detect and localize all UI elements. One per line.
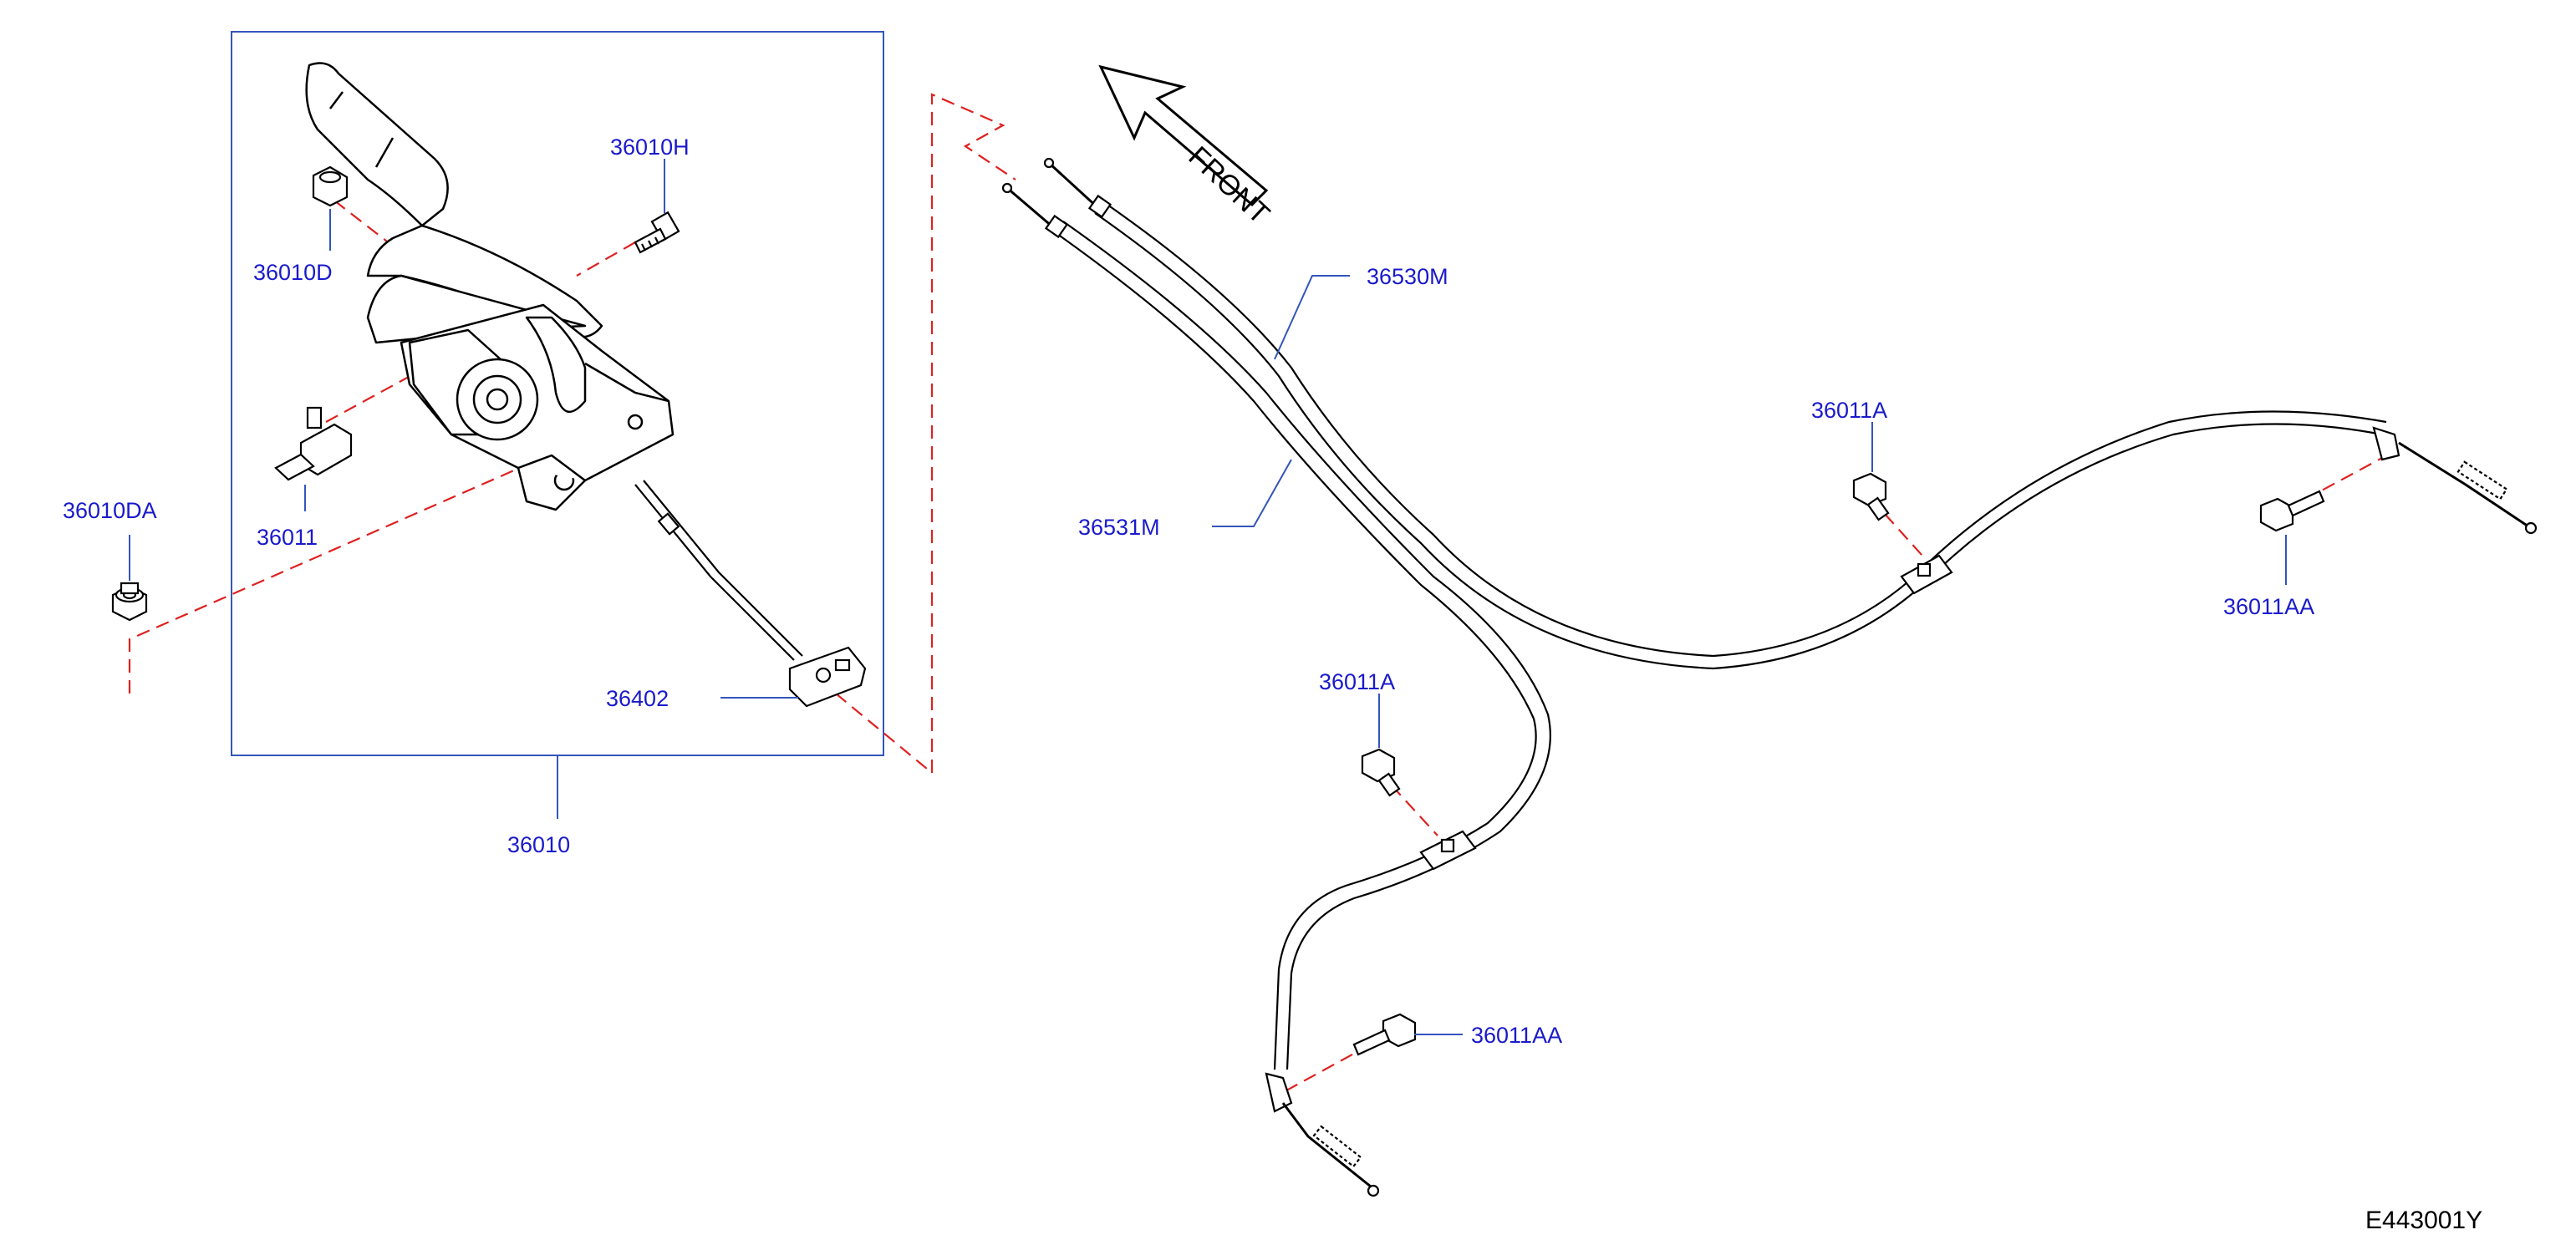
brake-lever-assembly <box>305 62 675 511</box>
label-36011aa-lower[interactable]: 36011AA <box>1471 1023 1562 1048</box>
cable-end-fittings <box>1001 157 1112 239</box>
label-36531m[interactable]: 36531M <box>1078 515 1160 540</box>
bolt-36010h-icon <box>634 211 680 254</box>
label-36010d[interactable]: 36010D <box>253 260 333 285</box>
label-36011a-lower[interactable]: 36011A <box>1319 669 1395 694</box>
label-36402[interactable]: 36402 <box>606 686 669 711</box>
clip-nut-36010d-icon <box>312 165 349 207</box>
bolt-36011a-upper-icon <box>1852 472 1890 521</box>
cable-36402 <box>634 480 803 661</box>
clip-36011-icon <box>274 406 353 481</box>
reference-code: E443001Y <box>2365 1207 2482 1234</box>
bolt-36011aa-right-icon <box>2259 490 2325 532</box>
label-36010h[interactable]: 36010H <box>610 135 690 160</box>
label-36530m[interactable]: 36530M <box>1367 264 1448 289</box>
label-36010da[interactable]: 36010DA <box>63 498 157 523</box>
label-36011a-upper[interactable]: 36011A <box>1811 398 1887 423</box>
connector-36402-icon <box>788 646 867 708</box>
bolt-36011a-lower-icon <box>1361 748 1401 797</box>
cable-clamp-right <box>1900 554 1953 595</box>
bolt-36011aa-lower-icon <box>1352 1013 1417 1056</box>
leader-lines <box>129 159 2287 1035</box>
projection-lines <box>128 93 2395 1095</box>
cable-end-right <box>2372 426 2538 535</box>
cable-end-lower <box>1265 1072 1380 1197</box>
label-36011aa-right[interactable]: 36011AA <box>2223 594 2314 619</box>
front-arrow-icon <box>1098 64 1269 207</box>
label-36011[interactable]: 36011 <box>257 525 318 550</box>
rear-cable-36530m <box>1094 204 2387 670</box>
rear-cable-36531m <box>1051 221 1551 1070</box>
part-labels: 36010H 36010D 36011 36010DA 36402 36010 … <box>63 135 2314 1048</box>
label-36010[interactable]: 36010 <box>507 832 570 857</box>
nut-36010da-icon <box>111 582 148 622</box>
cable-clamp-lower <box>1419 830 1477 871</box>
